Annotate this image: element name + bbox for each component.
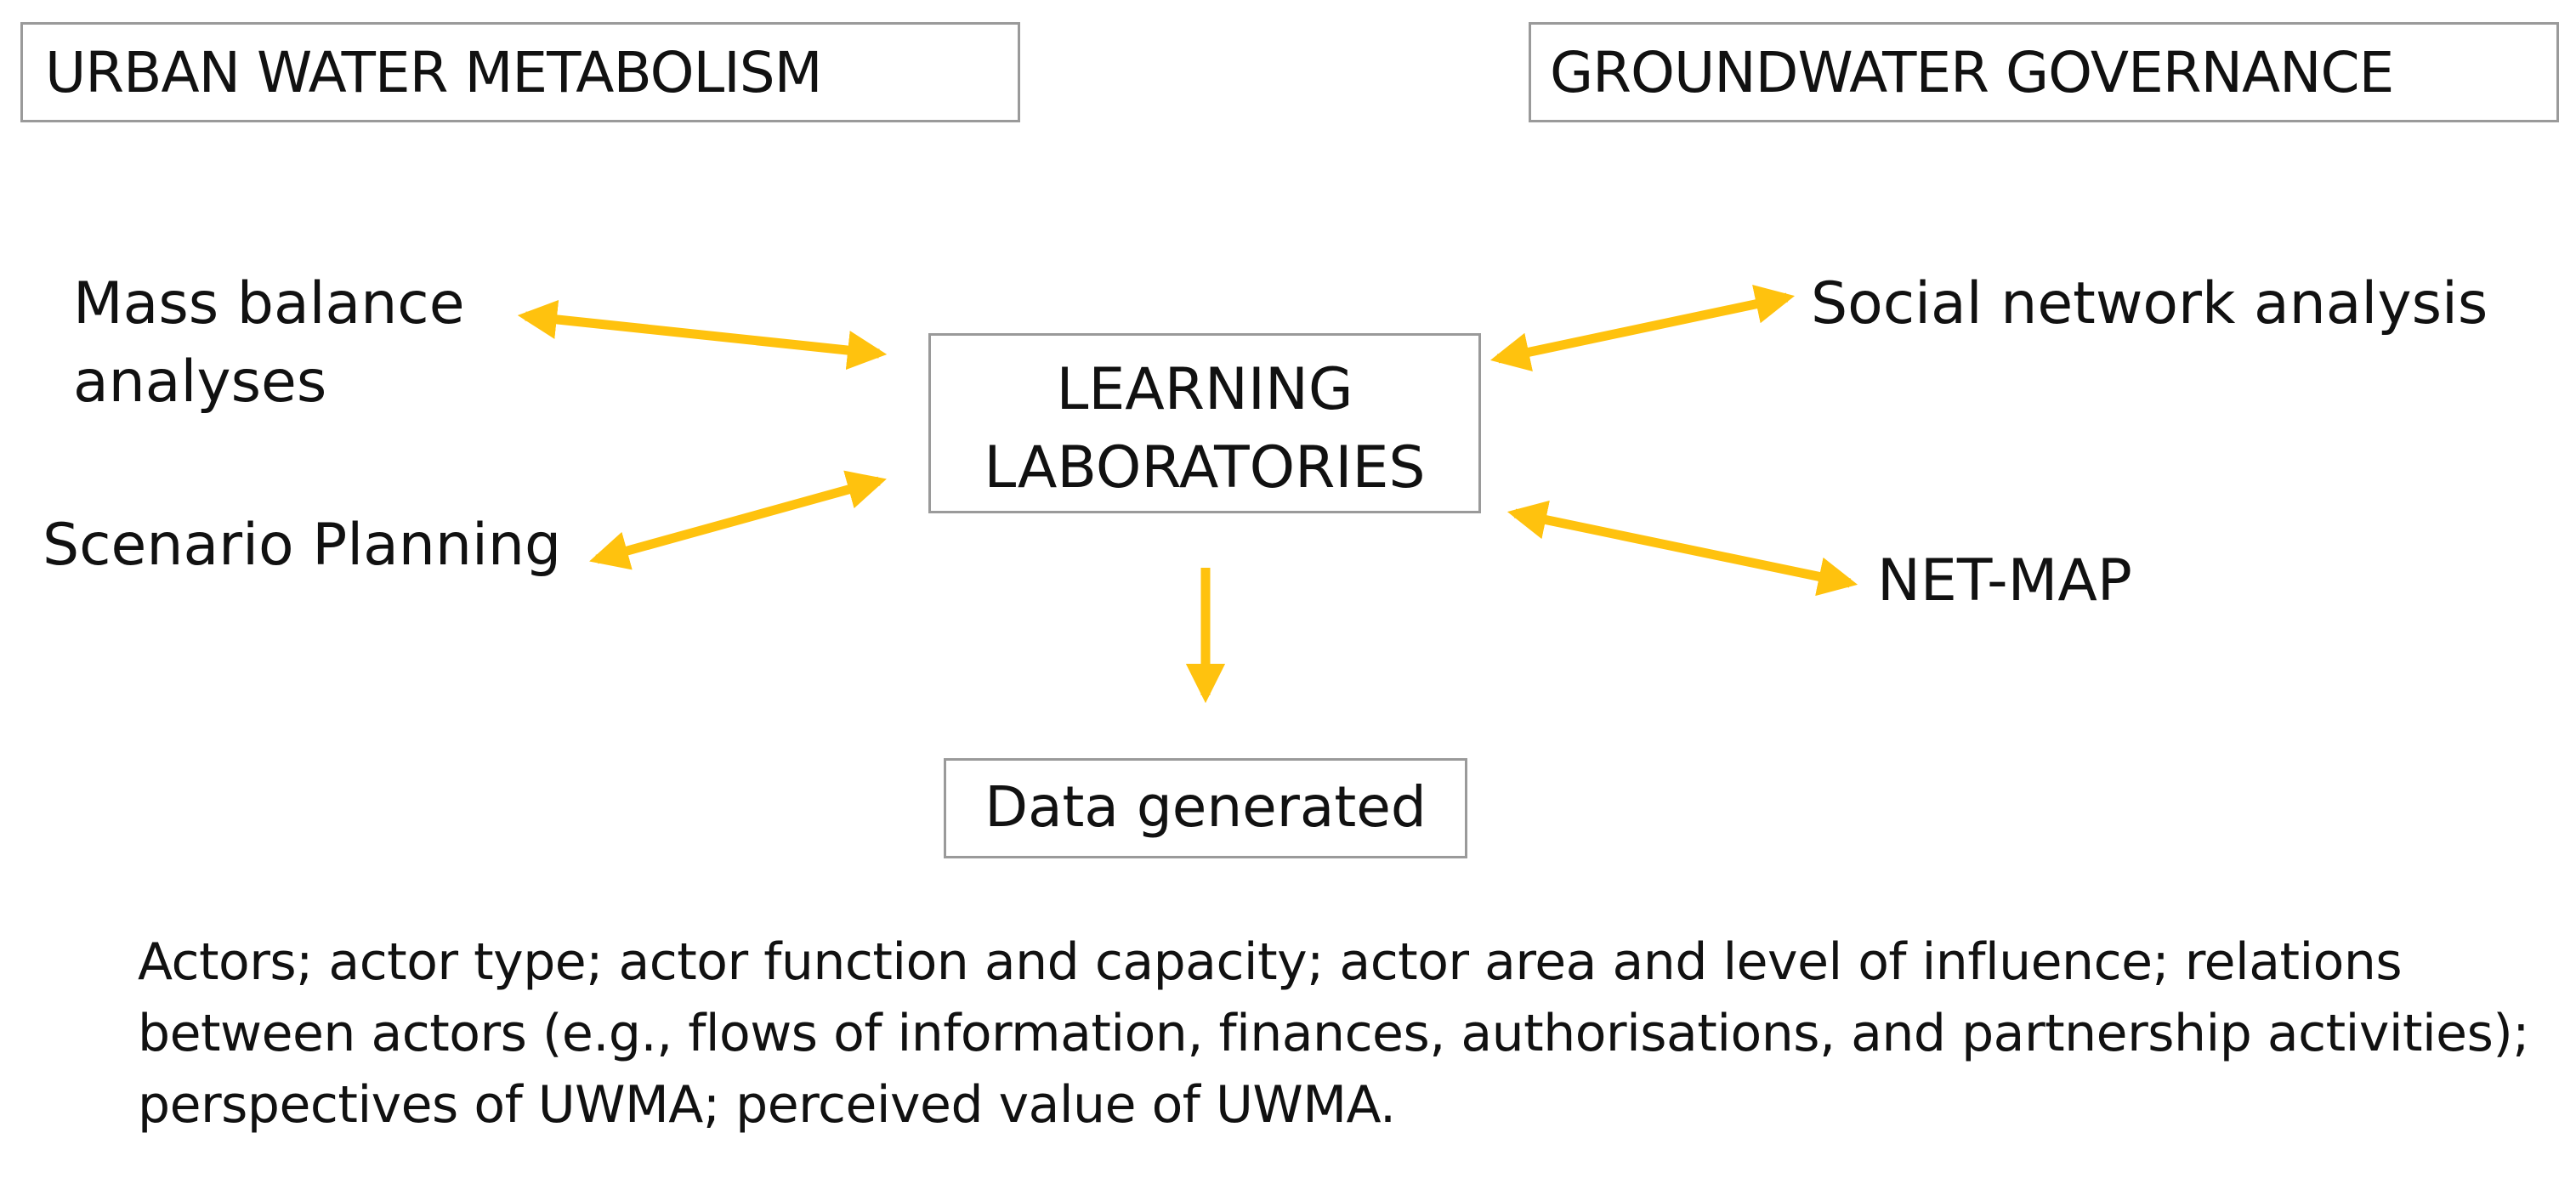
arrow-scenario-planning	[589, 470, 887, 570]
arrow-social-network	[1489, 285, 1796, 371]
urban-water-metabolism-title: URBAN WATER METABOLISM	[45, 40, 823, 105]
learning-laboratories-label: LEARNING LABORATORIES	[984, 356, 1426, 501]
data-summary-text: Actors; actor type; actor function and c…	[138, 932, 2529, 1135]
learning-laboratories-box: LEARNING LABORATORIES	[928, 333, 1481, 513]
arrow-net-map	[1506, 500, 1858, 597]
mass-balance-label: Mass balance analyses	[73, 270, 465, 416]
net-map-label: NET-MAP	[1877, 547, 2132, 614]
data-generated-label: Data generated	[984, 774, 1427, 840]
social-network-analysis-label: Social network analysis	[1811, 270, 2488, 337]
urban-water-metabolism-box: URBAN WATER METABOLISM	[20, 22, 1020, 122]
groundwater-governance-title: GROUNDWATER GOVERNANCE	[1550, 40, 2394, 105]
arrow-mass-balance	[517, 299, 888, 371]
groundwater-governance-box: GROUNDWATER GOVERNANCE	[1529, 22, 2559, 122]
data-generated-box: Data generated	[944, 758, 1467, 858]
scenario-planning-label: Scenario Planning	[43, 512, 562, 579]
